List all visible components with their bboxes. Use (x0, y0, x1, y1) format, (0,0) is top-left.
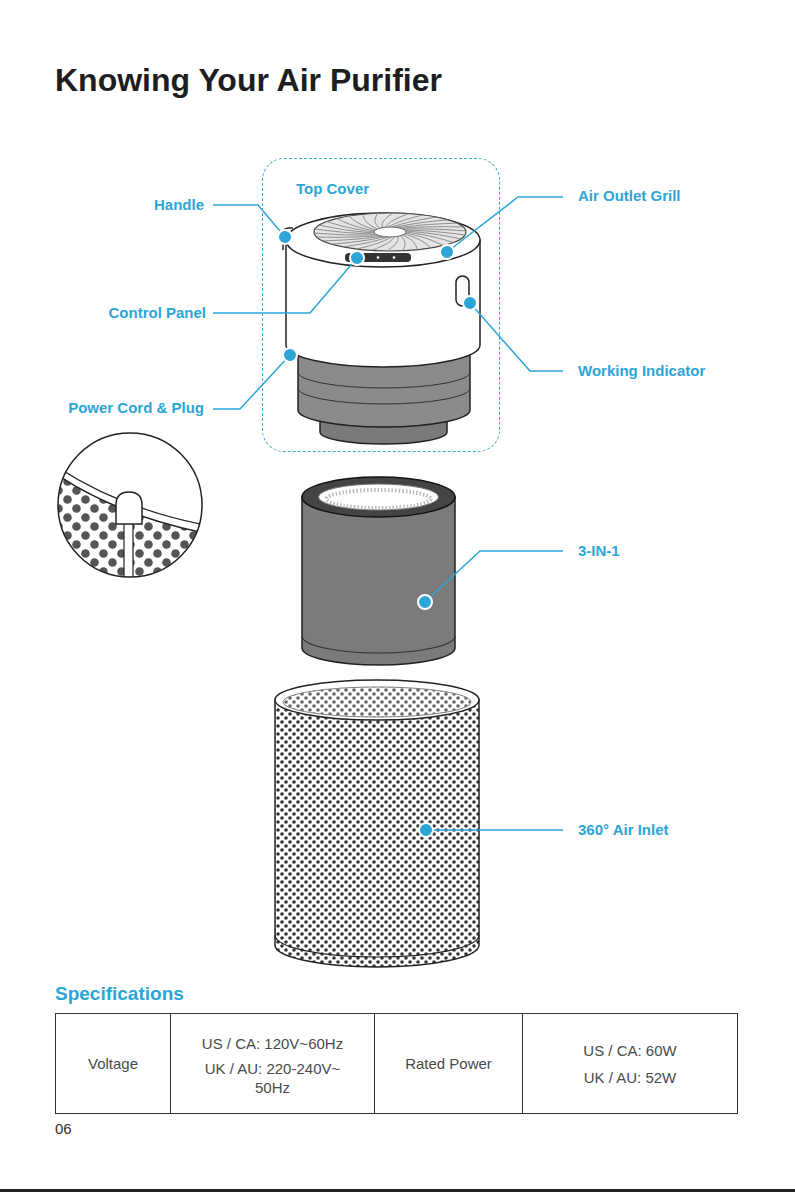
grill-vane (406, 231, 466, 240)
leader-dots (278, 230, 477, 837)
housing-ridge (298, 388, 470, 404)
grill-hub (374, 227, 406, 237)
leader-dot (463, 296, 477, 310)
inset-border (58, 433, 202, 577)
leader-line (426, 829, 563, 831)
spec-table (56, 1014, 738, 1114)
air-inlet (275, 680, 479, 967)
inlet-top-rim (275, 680, 479, 720)
page-title: Knowing Your Air Purifier (55, 61, 442, 99)
grill-vane (401, 227, 470, 229)
section-heading: Specifications (55, 983, 355, 1005)
table-rule (522, 1014, 523, 1114)
group-label: Top Cover (296, 180, 369, 198)
page-bottom-rule (0, 1189, 795, 1192)
callout-label: 3-IN-1 (578, 542, 778, 560)
table-rule (374, 1014, 375, 1114)
top-unit (283, 211, 480, 444)
leader-dot (440, 245, 454, 259)
leader-line (213, 258, 357, 313)
cord (124, 520, 133, 600)
filter-bottom-rim (302, 636, 455, 653)
table-border (56, 1014, 738, 1114)
grill-vane (405, 234, 433, 250)
leader-dot (350, 251, 364, 265)
leader-dot (283, 348, 297, 362)
grill-vane (310, 236, 379, 238)
callout-label: Air Outlet Grill (578, 187, 778, 205)
leader-line (470, 303, 563, 371)
table-cell: US / CA: 60W (523, 1041, 737, 1060)
cord-plug (116, 492, 142, 524)
inlet-inner (283, 687, 471, 717)
leader-line (425, 551, 563, 602)
leader-line (213, 205, 285, 237)
panel-light (377, 256, 380, 259)
leader-lines (213, 197, 563, 830)
callout-label: Handle (14, 196, 204, 214)
filter-pleats (319, 484, 439, 510)
table-rule (170, 1014, 171, 1114)
leader-dot (418, 595, 432, 609)
grill-vane (347, 214, 375, 230)
grill-vane (401, 236, 405, 253)
table-cell: UK / AU: 220-240V~ 50Hz (190, 1059, 355, 1097)
callout-label: Power Cord & Plug (14, 399, 204, 417)
callout-label: Working Indicator (578, 362, 778, 380)
page-number: 06 (55, 1120, 115, 1138)
panel-light (393, 256, 396, 259)
leader-line (213, 355, 290, 409)
callout-label: Control Panel (16, 304, 206, 322)
table-cell: US / CA: 120V~60Hz (171, 1034, 374, 1053)
table-cell: Rated Power (375, 1054, 522, 1073)
filter (302, 477, 455, 665)
table-cell: Voltage (56, 1054, 170, 1073)
inlet-body (275, 700, 479, 967)
filter-top-rim (302, 477, 455, 517)
table-cell: UK / AU: 52W (523, 1068, 737, 1087)
grill-vane (375, 211, 379, 228)
group-outline: Top Cover (262, 158, 500, 452)
callout-label: 360° Air Inlet (578, 821, 778, 839)
inset-dotted-surface (50, 470, 215, 600)
housing-ridge (298, 372, 470, 388)
leader-dot (278, 230, 292, 244)
filter-body (302, 497, 455, 665)
inlet-bottom-rim (275, 935, 479, 957)
inset-detail (50, 433, 215, 600)
leader-line (447, 197, 563, 252)
leader-dot (419, 823, 433, 837)
filter-pleat-lines (327, 490, 431, 508)
inset-edge (50, 462, 215, 527)
